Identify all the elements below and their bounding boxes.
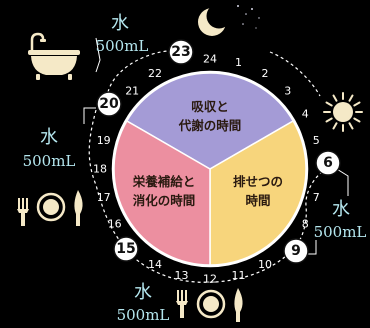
hour-label-14: 14	[148, 258, 162, 271]
hour-label-24: 24	[203, 53, 217, 66]
segment-label-excretion-line2: 時間	[245, 193, 270, 208]
badge-15: 15	[113, 236, 139, 262]
water-char: 水	[111, 13, 129, 34]
hour-label-21: 21	[125, 85, 139, 98]
hour-label-12: 12	[203, 273, 217, 286]
badge-9: 9	[283, 238, 309, 264]
hour-label-4: 4	[302, 108, 309, 121]
badge-23: 23	[168, 39, 194, 65]
hour-label-5: 5	[313, 134, 320, 147]
badge-15-number: 15	[116, 241, 135, 257]
badge-23-number: 23	[171, 44, 190, 60]
moon-icon	[198, 3, 232, 36]
water-label-top-left: 水 500mL	[96, 13, 149, 55]
sun-ray	[353, 117, 361, 123]
segment-label-excretion-line1: 排せつの	[233, 174, 283, 189]
sun-icon	[323, 92, 363, 132]
hour-label-8: 8	[302, 218, 309, 231]
clock-face	[113, 72, 307, 266]
badge-20-number: 20	[99, 96, 119, 112]
sun-ray	[353, 101, 361, 107]
sun-ray	[332, 122, 338, 130]
water-label-right: 水 500mL	[314, 199, 367, 241]
badge-6: 6	[315, 150, 341, 176]
water-amount: 500mL	[117, 306, 170, 324]
meal-icon	[176, 288, 243, 322]
hour-label-13: 13	[175, 269, 189, 282]
hour-label-19: 19	[97, 134, 111, 147]
bathtub-icon	[28, 32, 80, 80]
segment-label-absorption-line2: 代謝の時間	[178, 118, 242, 133]
hour-label-22: 22	[148, 67, 162, 80]
segment-label-absorption-line1: 吸収と	[191, 99, 229, 114]
sun-ray	[325, 117, 333, 123]
water-amount: 500mL	[314, 223, 367, 241]
stars-decoration	[237, 5, 260, 29]
hour-label-7: 7	[313, 191, 320, 204]
water-label-bottom: 水 500mL	[117, 282, 170, 324]
connector-20-to-water	[83, 107, 96, 124]
sun-ray	[348, 94, 354, 102]
badge-6-number: 6	[323, 155, 333, 171]
hour-label-2: 2	[262, 67, 269, 80]
water-char: 水	[40, 127, 58, 148]
hour-label-11: 11	[232, 269, 246, 282]
badge-9-number: 9	[291, 243, 301, 259]
connector-bath-to-water	[95, 37, 101, 73]
hour-label-18: 18	[93, 163, 107, 176]
water-label-left: 水 500mL	[23, 127, 76, 170]
water-char: 水	[332, 199, 350, 220]
sun-ray	[332, 94, 338, 102]
hour-label-16: 16	[108, 218, 122, 231]
hour-label-3: 3	[284, 85, 291, 98]
water-char: 水	[134, 282, 152, 303]
hour-label-1: 1	[235, 56, 242, 69]
water-amount: 500mL	[23, 152, 76, 170]
sun-ray	[348, 122, 354, 130]
clock-rim	[111, 70, 309, 268]
segment-label-nutrition-line2: 消化の時間	[133, 193, 196, 208]
badge-20: 20	[96, 91, 122, 117]
water-amount: 500mL	[96, 37, 149, 55]
sun-ray	[325, 101, 333, 107]
segment-label-nutrition-line1: 栄養補給と	[132, 174, 196, 189]
hour-label-10: 10	[258, 258, 272, 271]
meal-icon	[17, 190, 83, 226]
